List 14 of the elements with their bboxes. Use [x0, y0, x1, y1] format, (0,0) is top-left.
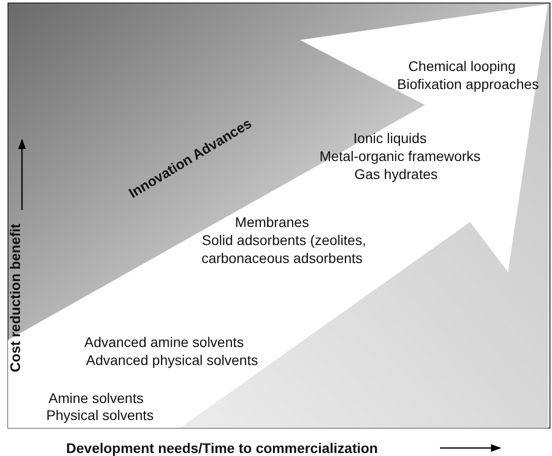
text-label: Ionic liquids	[353, 130, 427, 146]
text-label: Physical solvents	[46, 407, 154, 423]
axis-label: Development needs/Time to commercialization	[66, 440, 378, 456]
text-label: Amine solvents	[48, 390, 144, 406]
text-label: Membranes	[235, 214, 309, 230]
axis-label: Cost reduction benefit	[7, 224, 23, 372]
text-label: Biofixation approaches	[397, 76, 539, 92]
text-label: Advanced amine solvents	[84, 334, 244, 350]
text-label: Solid adsorbents (zeolites,	[202, 232, 366, 248]
text-label: Chemical looping	[408, 58, 516, 74]
text-label: carbonaceous adsorbents	[201, 250, 363, 266]
text-label: Gas hydrates	[354, 166, 438, 182]
text-label: Metal-organic frameworks	[319, 148, 481, 164]
text-label: Advanced physical solvents	[86, 352, 258, 368]
